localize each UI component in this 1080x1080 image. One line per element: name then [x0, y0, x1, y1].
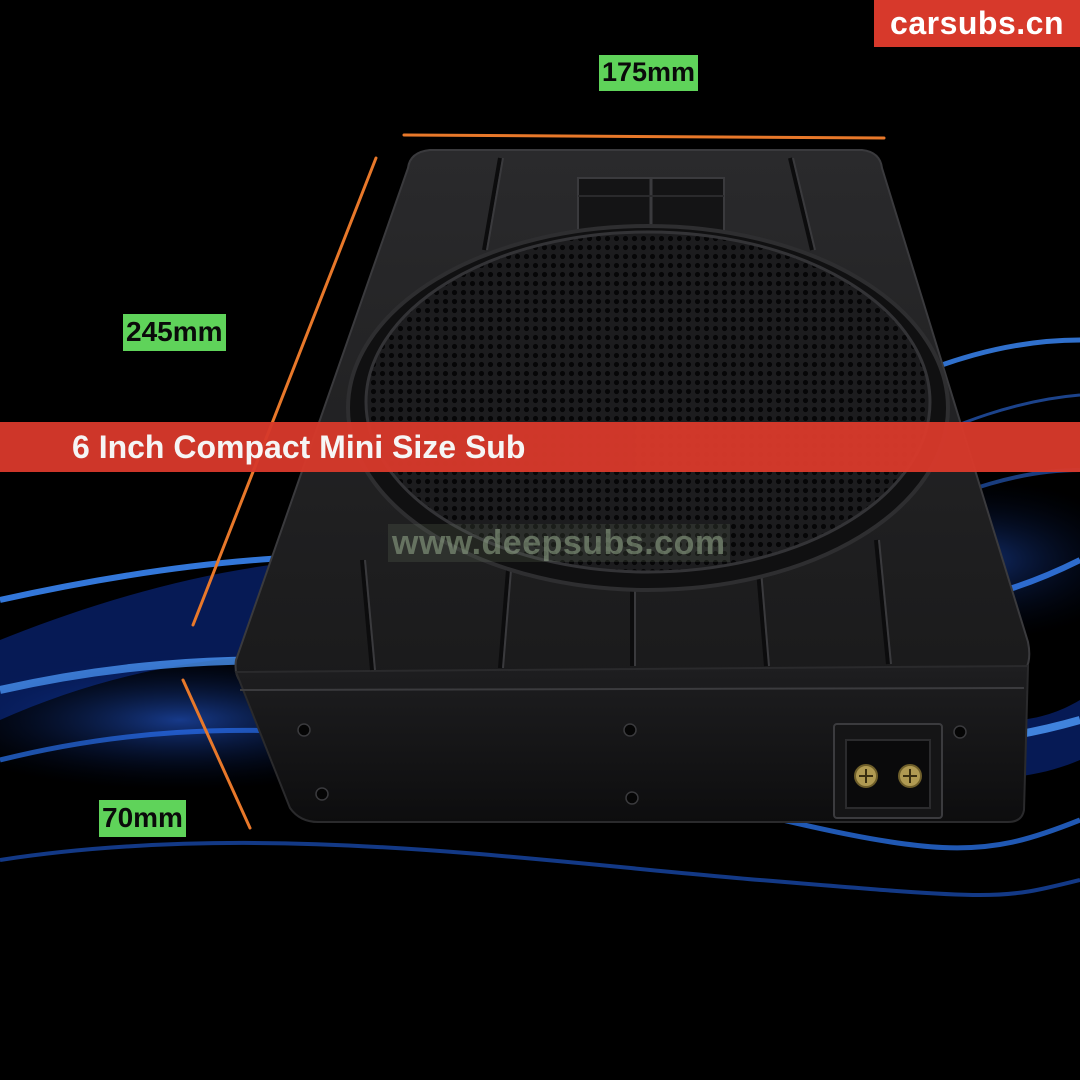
watermark-text: www.deepsubs.com [388, 524, 730, 562]
dimension-lines [181, 133, 886, 830]
height-dimension-label: 70mm [99, 800, 186, 837]
length-dimension-line [191, 156, 378, 627]
width-dimension-line [402, 133, 886, 140]
height-dimension-line [181, 678, 252, 830]
width-dimension-label: 175mm [599, 55, 699, 91]
speaker-grille-icon [346, 224, 950, 592]
terminal-block-icon [833, 723, 943, 819]
brand-badge: carsubs.cn [874, 0, 1080, 47]
headline-text: 6 Inch Compact Mini Size Sub [72, 429, 526, 465]
headline-banner: 6 Inch Compact Mini Size Sub [0, 422, 1080, 472]
length-dimension-label: 245mm [123, 314, 226, 351]
